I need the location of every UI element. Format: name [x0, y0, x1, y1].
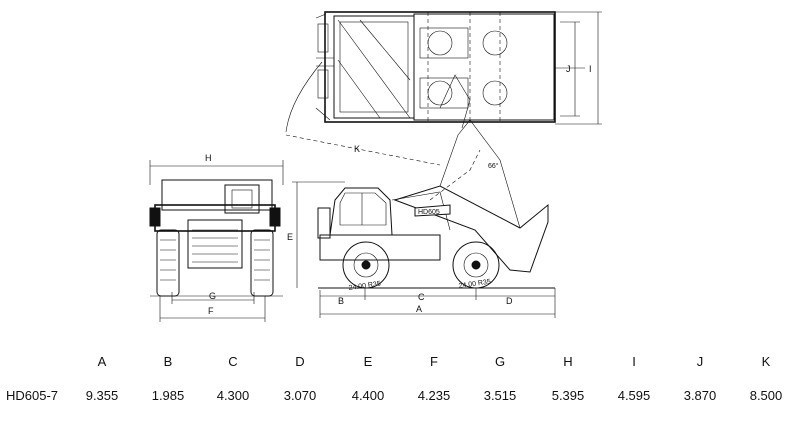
value-d: 3.070	[283, 388, 317, 403]
body-badge: HD605	[418, 209, 440, 216]
col-header-k: K	[761, 354, 771, 369]
value-k: 8.500	[749, 388, 783, 403]
side-view	[292, 119, 556, 318]
col-header-e: E	[363, 354, 373, 369]
spec-value-row: HD605-7 9.355 1.985 4.300 3.070 4.400 4.…	[0, 386, 800, 406]
front-view	[149, 160, 284, 322]
col-header-b: B	[163, 354, 173, 369]
model-name: HD605-7	[6, 388, 59, 403]
truck-dimension-drawing: J I K H G F	[149, 11, 602, 322]
col-header-j: J	[696, 354, 704, 369]
value-c: 4.300	[216, 388, 250, 403]
col-header-d: D	[295, 354, 305, 369]
value-j: 3.870	[683, 388, 717, 403]
value-f: 4.235	[417, 388, 451, 403]
value-i: 4.595	[617, 388, 651, 403]
dim-label-i: I	[589, 64, 592, 74]
dim-label-a: A	[416, 304, 422, 314]
dim-label-g: G	[209, 291, 216, 301]
dim-label-h: H	[205, 153, 212, 163]
dim-label-d: D	[506, 296, 513, 306]
tire-label-front: 24.00 R35	[348, 281, 381, 292]
dim-label-j: J	[566, 64, 571, 74]
value-g: 3.515	[483, 388, 517, 403]
dim-label-e: E	[287, 232, 293, 242]
value-e: 4.400	[351, 388, 385, 403]
dump-angle-label: 66°	[488, 162, 499, 170]
top-view	[285, 11, 602, 166]
dim-label-b: B	[338, 296, 344, 306]
col-header-i: I	[632, 354, 636, 369]
tire-label-rear: 24.00 R35	[458, 279, 491, 290]
col-header-f: F	[430, 354, 438, 369]
value-h: 5.395	[551, 388, 585, 403]
spec-header-row: A B C D E F G H I J K	[0, 352, 800, 372]
value-b: 1.985	[151, 388, 185, 403]
dimension-spec-table: A B C D E F G H I J K HD605-7 9.355 1.98…	[0, 352, 800, 412]
dim-label-c: C	[418, 292, 425, 302]
col-header-g: G	[494, 354, 506, 369]
dim-label-k: K	[354, 144, 360, 154]
col-header-c: C	[228, 354, 238, 369]
dim-label-f: F	[208, 306, 214, 316]
value-a: 9.355	[85, 388, 119, 403]
col-header-a: A	[97, 354, 107, 369]
col-header-h: H	[563, 354, 573, 369]
